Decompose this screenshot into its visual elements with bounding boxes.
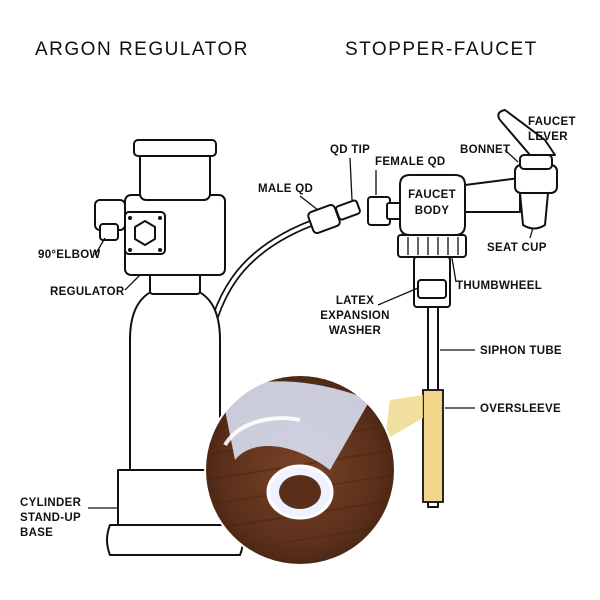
label-qd-tip: QD TIP <box>330 144 370 156</box>
label-female-qd: FEMALE QD <box>375 156 445 168</box>
tubing-inset-photo <box>204 374 396 566</box>
leader-elbow <box>94 237 106 256</box>
inset-callout <box>385 395 423 440</box>
gas-hose-inner <box>26 191 181 394</box>
leader-latex-washer <box>377 287 419 306</box>
bolt-icon <box>158 248 162 252</box>
label-faucet-body-line1: FAUCET <box>408 189 456 201</box>
leader-regulator <box>124 274 141 291</box>
leader-bonnet <box>504 149 519 163</box>
label-faucet-lever-line1: FAUCET <box>528 116 576 128</box>
faucet-body <box>399 174 466 236</box>
bolt-icon <box>128 248 132 252</box>
regulator-bonnet <box>139 149 211 201</box>
regulator-hex-fitting <box>134 220 156 246</box>
label-seat-cup: SEAT CUP <box>487 242 547 254</box>
elbow-nut <box>99 223 119 241</box>
label-male-qd: MALE QD <box>258 183 313 195</box>
label-faucet-lever-line2: LEVER <box>528 131 568 143</box>
oversleeve <box>422 389 444 503</box>
cylinder-base-foot <box>106 524 244 556</box>
label-latex-line2: EXPANSION <box>320 310 390 322</box>
label-thumbwheel: THUMBWHEEL <box>456 280 542 292</box>
cylinder-body <box>129 289 221 471</box>
label-faucet-body-line2: BODY <box>415 205 449 217</box>
latex-expansion-washer <box>417 279 447 299</box>
female-qd-stem <box>386 202 402 220</box>
faucet-spout <box>464 177 521 213</box>
leader-male-qd <box>299 195 319 211</box>
faucet-bonnet-top <box>519 154 553 170</box>
label-siphon-tube: SIPHON TUBE <box>480 345 562 357</box>
faucet-seat-cup <box>519 192 549 230</box>
label-latex-line1: LATEX <box>336 295 374 307</box>
bolt-icon <box>158 216 162 220</box>
title-argon-regulator: ARGON REGULATOR <box>35 39 249 60</box>
label-cylinder-line2: STAND-UP <box>20 512 81 524</box>
title-stopper-faucet: STOPPER-FAUCET <box>345 39 538 60</box>
label-regulator: REGULATOR <box>50 286 125 298</box>
label-cylinder-line1: CYLINDER <box>20 497 82 509</box>
leader-thumbwheel <box>451 257 457 283</box>
label-bonnet: BONNET <box>460 144 510 156</box>
label-oversleeve: OVERSLEEVE <box>480 403 561 415</box>
leader-qd-tip <box>349 157 353 201</box>
faucet-lever <box>497 109 556 156</box>
label-cylinder-line3: BASE <box>20 527 53 539</box>
male-qd-assembly <box>307 199 361 234</box>
label-90-elbow: 90°ELBOW <box>38 249 101 261</box>
leader-seat-cup <box>529 227 534 239</box>
regulator-cap <box>133 139 217 157</box>
label-latex-line3: WASHER <box>329 325 382 337</box>
bolt-icon <box>128 216 132 220</box>
